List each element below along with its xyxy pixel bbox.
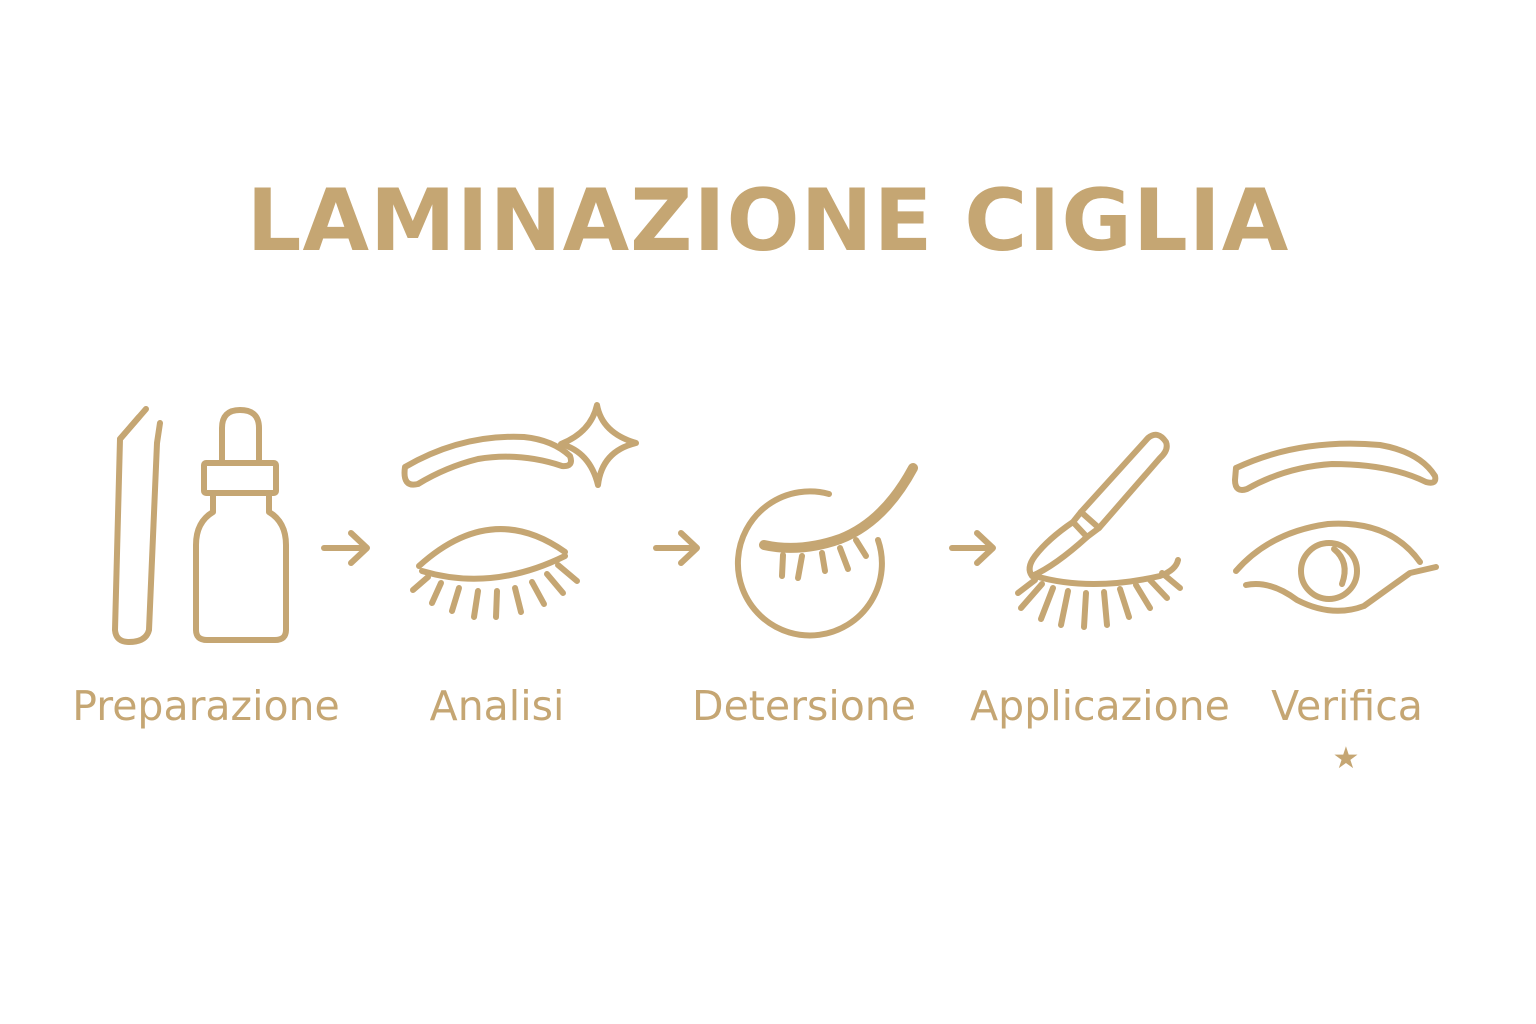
cleansing-pad-icon [734,488,885,639]
sparkle-icon [558,402,639,488]
step-applicazione-icons [1015,431,1183,630]
eyebrow-icon [1232,440,1439,493]
step-label-verifica: Verifica [1271,682,1423,730]
step-analisi-icons [401,402,639,620]
arrow-right-icon [949,530,996,566]
open-eye-icon [1233,520,1439,614]
step-label-applicazione: Applicazione [970,682,1230,730]
step-label-analisi: Analisi [429,682,565,730]
closed-eye-icon [759,463,918,581]
closed-eye-icon [410,526,580,620]
star-icon: ★ [1332,741,1360,776]
arrow-right-icon [653,530,700,566]
eyebrow-icon [401,433,574,488]
closed-eye-icon [1015,557,1183,630]
page-title: LAMINAZIONE CIGLIA [246,170,1290,271]
tweezers-icon [112,406,163,645]
step-detersione-icons [734,463,918,639]
step-label-detersione: Detersione [692,682,916,730]
step-label-preparazione: Preparazione [72,682,340,730]
step-preparazione-icons [112,406,289,645]
dropper-bottle-icon [193,407,289,643]
step-verifica-icons [1232,440,1439,614]
applicator-brush-icon [1026,431,1170,579]
arrow-right-icon [321,530,370,566]
